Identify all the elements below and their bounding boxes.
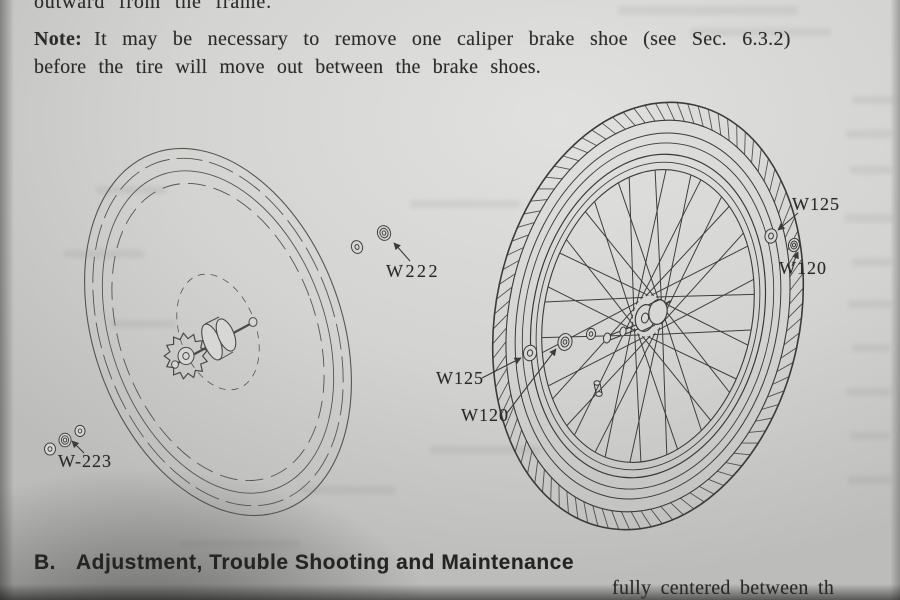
bleedthrough-text-artifact [846,388,892,396]
bleedthrough-text-artifact [848,476,892,484]
bleedthrough-text-artifact [850,166,892,174]
section-letter: B. [34,551,56,574]
bottom-partial-text: fully centered between th [612,577,835,599]
label-w223: W-223 [58,451,112,471]
note-label: Note: [34,28,83,50]
note-paragraph: Note: It may be necessary to remove one c… [34,26,890,81]
note-line-1: Note: It may be necessary to remove one c… [34,26,890,53]
bleedthrough-text-artifact [180,540,300,548]
bleedthrough-text-artifact [852,96,894,104]
bleedthrough-text-artifact [845,214,893,222]
tire-tread-hatching [492,102,804,530]
label-w222: W222 [386,261,440,281]
label-w120-right: W120 [779,258,827,278]
note-text-1: It may be necessary to remove one calipe… [94,28,791,50]
bleedthrough-text-artifact [64,250,144,258]
section-title: Adjustment, Trouble Shooting and Mainten… [76,551,575,574]
wheel-spokes [541,169,755,463]
bleedthrough-text-artifact [850,432,890,440]
note-text-2: before the tire will move out between th… [34,56,541,78]
axle-hardware-w222 [350,225,392,254]
bleedthrough-text-artifact [618,6,798,15]
sprocket-gear-icon [163,332,209,380]
label-w120-left: W120 [461,405,509,425]
label-w125-left: W125 [436,368,484,388]
bleedthrough-text-artifact [430,446,540,454]
bleedthrough-text-artifact [410,200,520,208]
bleedthrough-text-artifact [300,486,396,494]
section-heading: B. Adjustment, Trouble Shooting and Maint… [34,551,574,575]
bleedthrough-text-artifact [852,258,892,266]
label-w125-right: W125 [792,194,840,214]
axle-hardware-w223 [44,424,86,456]
front-wheel [491,101,805,531]
top-partial-text: outward from the frame. [34,0,272,13]
bleedthrough-text-artifact [690,28,830,36]
front-hub-assembly [602,298,672,344]
bleedthrough-text-artifact [110,320,176,328]
axle-hardware-w125-w120-left [522,327,597,362]
bleedthrough-text-artifact [846,130,892,138]
bleedthrough-text-artifact [852,344,890,352]
rear-hub-assembly [163,316,258,380]
bleedthrough-text-artifact [96,186,166,194]
axle-hardware-w125-w120-right [764,228,801,253]
bleedthrough-text-artifact [848,300,892,308]
valve-stem-part [593,380,603,397]
label-leader-lines [71,212,799,454]
